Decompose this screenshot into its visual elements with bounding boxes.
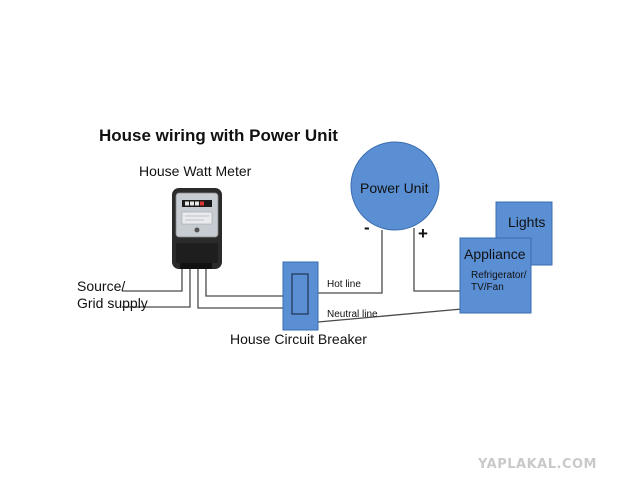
neutral-line-label: Neutral line — [327, 309, 378, 320]
positive-terminal-label: + — [418, 224, 428, 243]
appliance-box — [459, 237, 532, 314]
appliance-sublabel-line2: TV/Fan — [471, 282, 504, 293]
appliance-sublabel-line1: Refrigerator/ — [471, 270, 527, 281]
power-unit-circle — [350, 141, 440, 231]
watt-meter-icon — [172, 188, 222, 269]
lights-label: Lights — [508, 214, 546, 230]
source-wire-1 — [122, 269, 183, 292]
source-label-line1: Source/ — [77, 278, 126, 294]
meter-out-wire-hot — [205, 269, 283, 297]
meter-out-wire-neutral — [197, 269, 283, 309]
diagram-title: House wiring with Power Unit — [99, 126, 338, 145]
circuit-breaker-label: House Circuit Breaker — [230, 331, 367, 347]
watermark: YAPLAKAL.COM — [478, 457, 597, 472]
circuit-breaker-icon — [282, 261, 319, 331]
neutral-line-wire — [317, 308, 463, 323]
power-unit-label: Power Unit — [360, 180, 429, 196]
hot-line-label: Hot line — [327, 279, 361, 290]
source-label-line2: Grid supply — [77, 295, 148, 311]
hot-line-wire — [318, 230, 383, 294]
positive-wire — [413, 228, 462, 292]
appliance-label: Appliance — [464, 246, 526, 262]
watt-meter-label: House Watt Meter — [139, 163, 252, 179]
appliance-sublabel: Refrigerator/ TV/Fan — [471, 270, 527, 294]
source-wire-2 — [122, 269, 191, 308]
source-label: Source/ Grid supply — [77, 278, 148, 312]
negative-terminal-label: - — [364, 218, 370, 237]
wires — [122, 228, 463, 323]
